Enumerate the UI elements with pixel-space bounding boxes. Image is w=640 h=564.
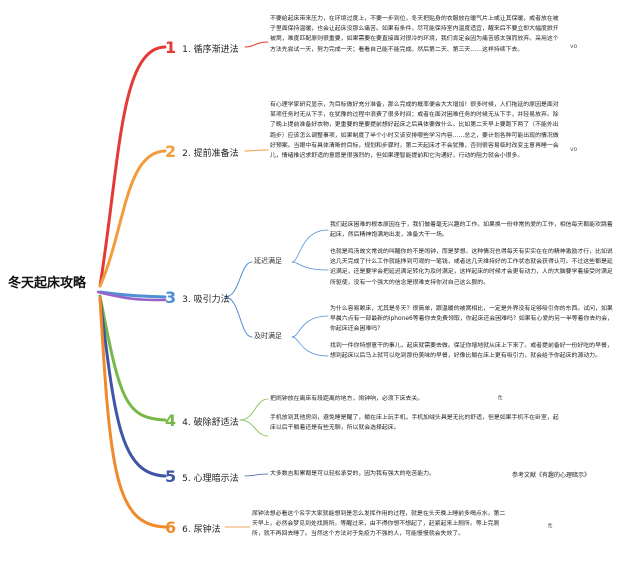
link-text-5 (244, 473, 269, 477)
branch-2-label: 2. 提前准备法 (182, 149, 239, 159)
link-branch-6 (98, 296, 167, 529)
link-text-4a (239, 398, 269, 421)
branch-6: 6 6. 尿钟法 (165, 517, 221, 537)
branch-6-number: 6 (165, 518, 177, 537)
branch-6-label: 6. 尿钟法 (182, 525, 221, 535)
text-branch-3a: 我们起床困难的根本原因在于，我们做着毫无兴趣的工作。如果换一份非常热爱的工作，相… (330, 222, 613, 239)
text-branch-5: 大多数吉和累都是可以轻松承受的，因为我有强大的吃苦能力。 (270, 471, 435, 477)
tag-vo-2: vo (570, 146, 578, 153)
tag-vo-1: vo (570, 43, 578, 50)
text-branch-3c: 为什么容易赖床，尤其是冬天？很简单，跟温暖的被窝相比，一定是外界没有足够吸引你的… (330, 306, 614, 333)
link-branch-1 (98, 45, 167, 288)
text-branch-6: 尿钟法想必看这个名字大家就能想到是怎么发挥作用的过程，就是在头天晚上睡前多喝点水… (252, 511, 506, 538)
text-branch-1: 不要给起床带来压力，在环境过度上，不要一步到位，冬天把贴身的衣服放在暖气片上或让… (270, 16, 559, 53)
link-text-3b (291, 261, 329, 271)
branch-2-number: 2 (165, 142, 177, 161)
text-branch-4a: 把闹钟放在离床有段距离的地方，闹钟响，必须下床去关。 (270, 396, 424, 402)
branch-5-label: 5. 心理暗示法 (182, 474, 239, 484)
reference-branch-5: 参考文献《有趣的心理暗示》 (512, 472, 591, 479)
branch-3-label: 3. 吸引力法 (182, 295, 230, 305)
branch-2: 2 2. 提前准备法 (165, 141, 239, 161)
link-sub-delay (224, 261, 253, 298)
branch-5-number: 5 (165, 467, 177, 486)
tag-ft-6: ft (548, 523, 553, 530)
link-branch-3 (98, 290, 167, 299)
link-branch-4 (98, 294, 167, 422)
text-branch-3d: 找到一件你特想意干的事儿，起床就需要去做。保证你增地就从床上下来了。或者提前备好… (330, 343, 613, 360)
branch-4-label: 4. 破除舒适法 (182, 418, 239, 428)
sub-instant-satisfaction: 及时满足 (254, 332, 282, 340)
branch-1-label: 1. 循序渐进法 (182, 45, 239, 55)
link-text-2 (244, 149, 269, 152)
link-branch-2 (98, 149, 167, 288)
sub-delay-satisfaction: 延迟满足 (254, 257, 282, 265)
text-branch-3b: 也就是鸡汤故文常说的叫醒你的不是闹钟，而是梦想。这种情况也得每天有实实在在的精神… (330, 249, 613, 286)
text-branch-2: 有心理学家研究显示，为目标做好充分准备，那么完成的概率便会大大增加！很多时候，人… (270, 102, 559, 160)
link-text-3d (291, 336, 329, 357)
link-text-3c (291, 315, 329, 338)
branch-1-number: 1 (165, 38, 177, 57)
branch-5: 5 5. 心理暗示法 (165, 466, 239, 486)
link-text-3a (291, 229, 329, 263)
link-text-1 (244, 41, 269, 48)
tag-ft-4: ft (498, 395, 503, 402)
link-branch-5 (98, 296, 167, 478)
branch-4-number: 4 (165, 411, 177, 430)
link-sub-instant (224, 296, 253, 338)
branch-3-number: 3 (165, 288, 177, 307)
text-branch-4b: 手机放到其他房间，避免睡是醒了，躺在床上玩手机，手机加绒头具是无比的舒适，但是如… (270, 415, 559, 432)
branch-4: 4 4. 破除舒适法 (165, 410, 239, 430)
branch-1: 1 1. 循序渐进法 (165, 37, 239, 57)
link-purple (96, 290, 167, 302)
link-text-4b (239, 419, 269, 437)
branch-3: 3 3. 吸引力法 (165, 287, 230, 307)
root-title: 冬天起床攻略 (8, 276, 87, 291)
